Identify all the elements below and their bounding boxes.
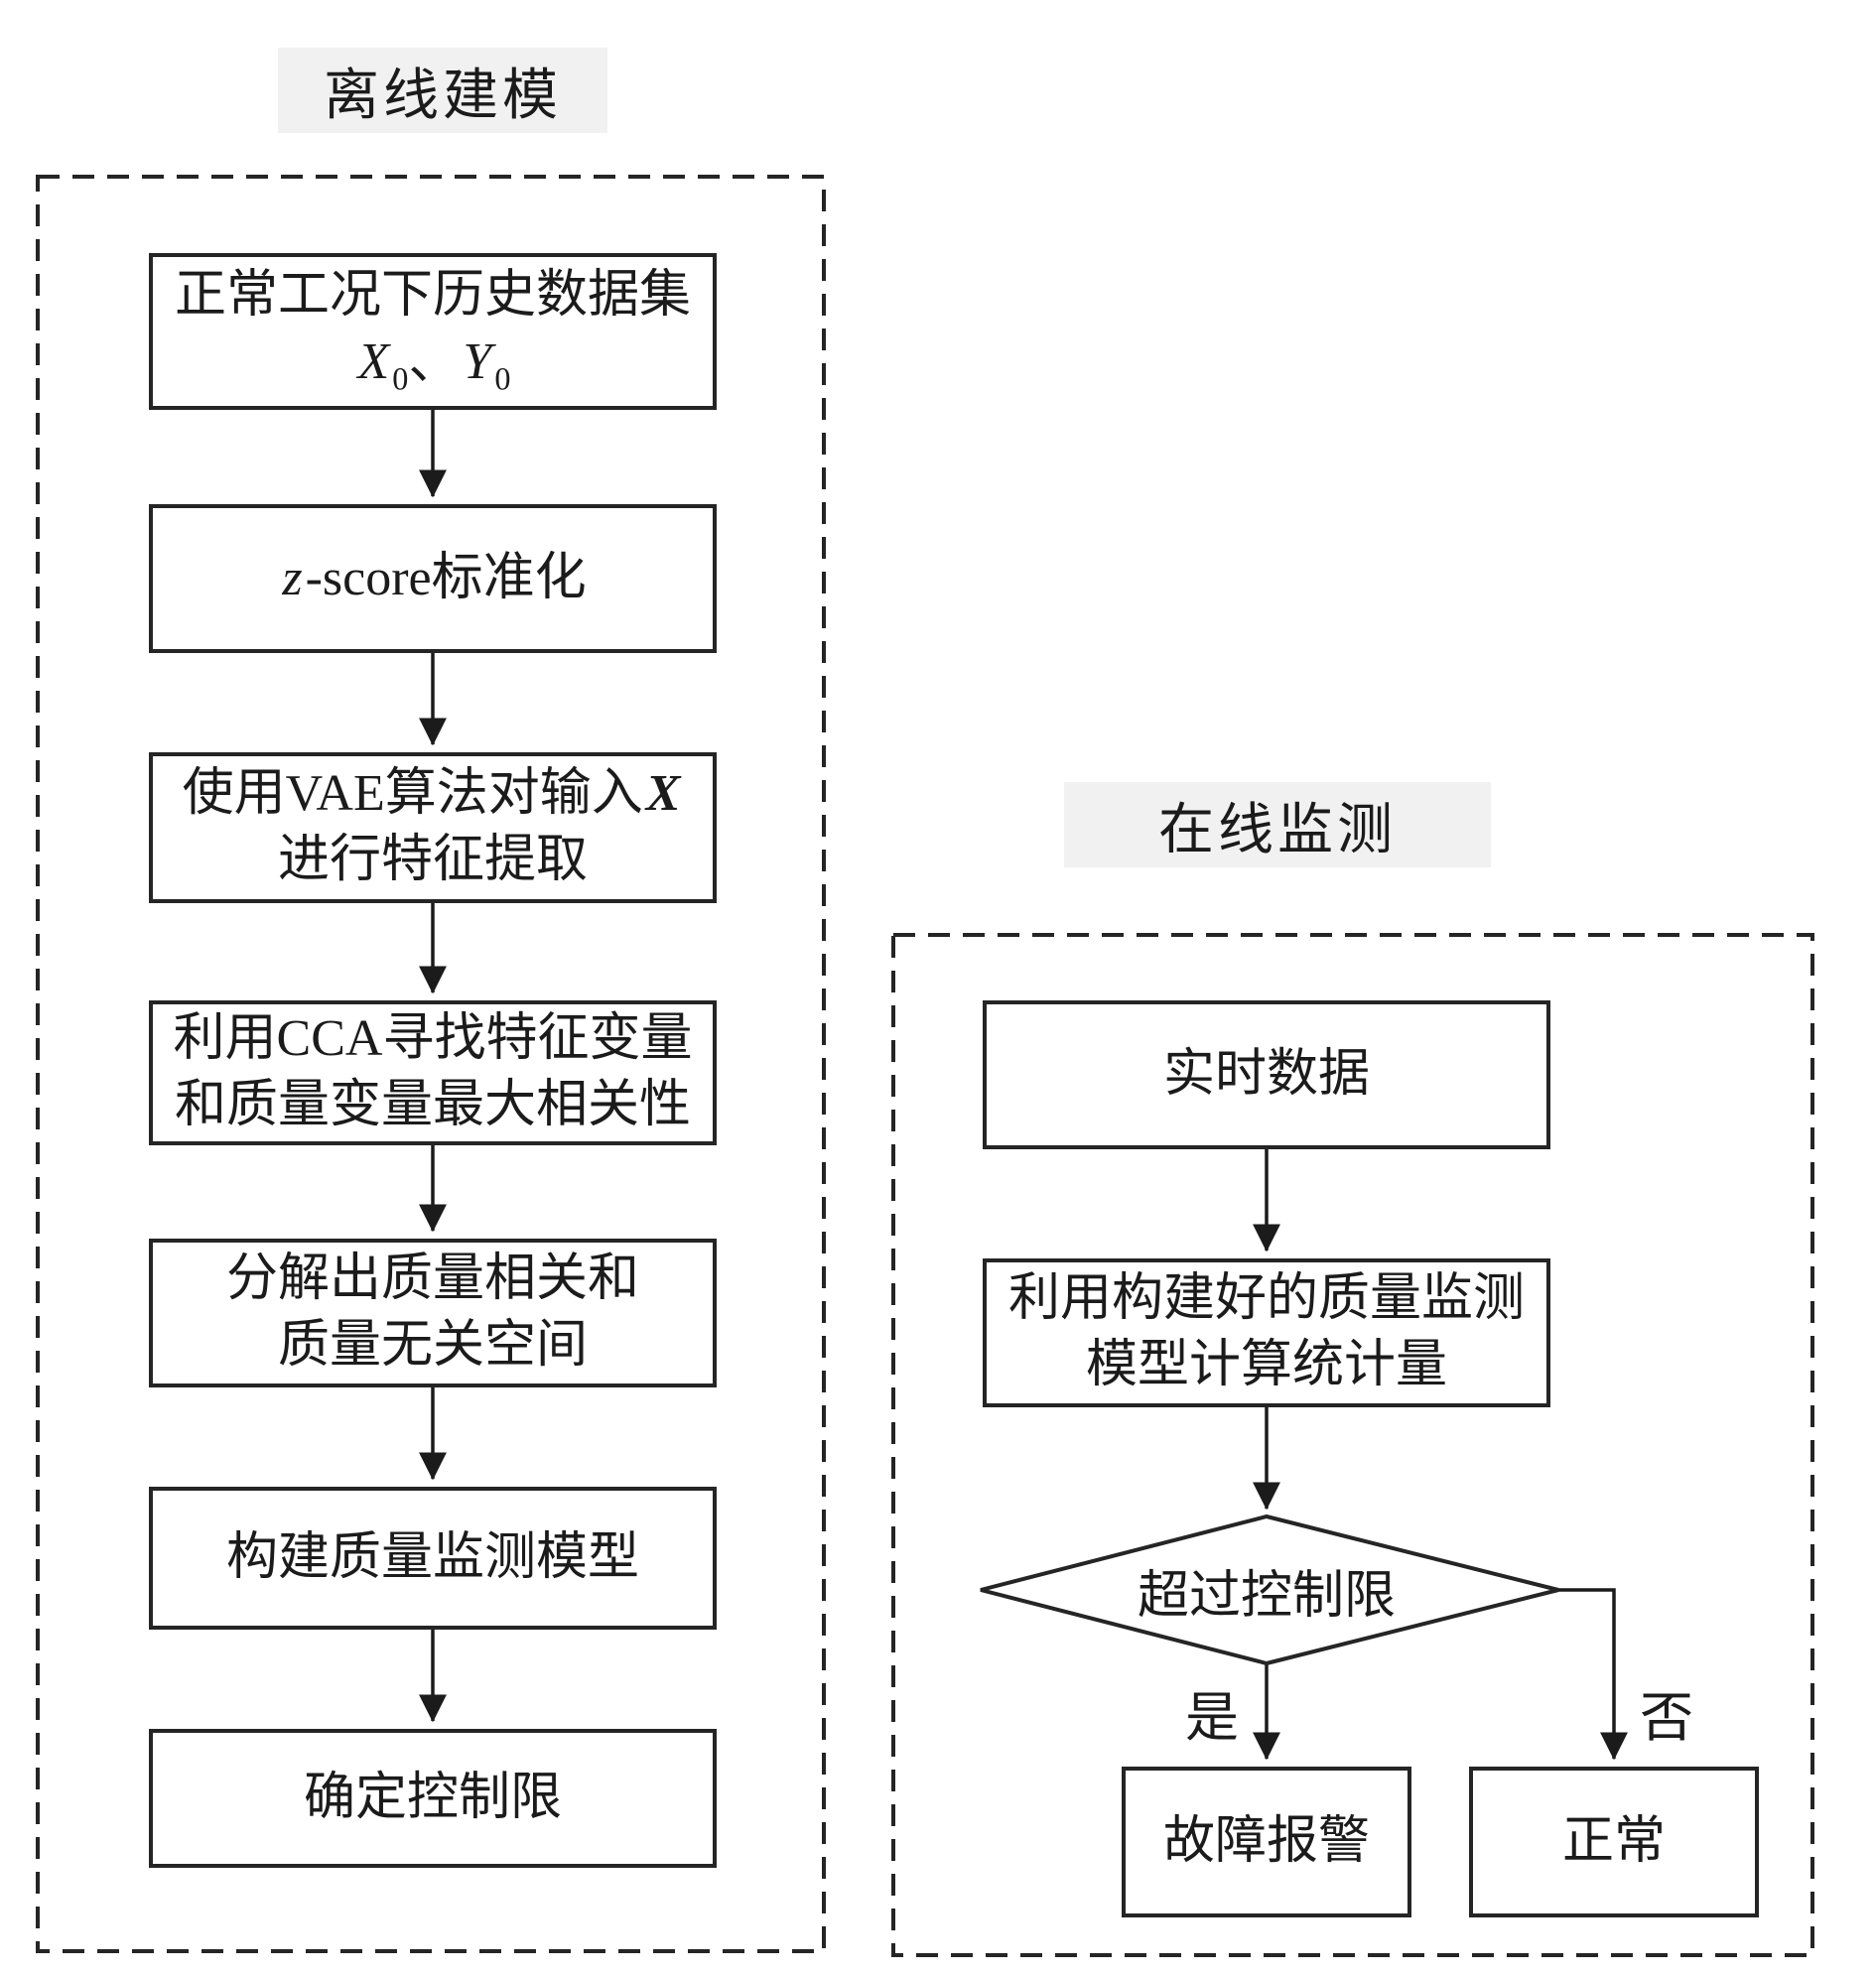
decompose-box-line2: 质量无关空间 bbox=[277, 1317, 588, 1374]
cca-box-line2: 和质量变量最大相关性 bbox=[174, 1077, 691, 1133]
realtime-box: 实时数据 bbox=[983, 1000, 1550, 1149]
dataset-box-line1: 正常工况下历史数据集 bbox=[174, 267, 691, 325]
dataset-separator: 、 bbox=[408, 332, 461, 390]
decompose-box-line1: 分解出质量相关和 bbox=[225, 1251, 639, 1308]
arrow-decision-no-to-normal bbox=[1558, 1588, 1628, 1761]
limit-box-label: 确定控制限 bbox=[303, 1769, 562, 1826]
zscore-text: -score标准化 bbox=[305, 549, 587, 606]
normal-box-label: 正常 bbox=[1561, 1812, 1666, 1870]
cca-box: 利用CCA寻找特征变量 和质量变量最大相关性 bbox=[149, 1000, 717, 1145]
var-y-subscript: 0 bbox=[494, 360, 511, 397]
var-x-subscript: 0 bbox=[392, 360, 409, 397]
online-header: 在线监测 bbox=[1064, 782, 1491, 867]
statistic-box-line2: 模型计算统计量 bbox=[1085, 1337, 1447, 1393]
online-arrows bbox=[1253, 1149, 1628, 1761]
realtime-box-label: 实时数据 bbox=[1162, 1045, 1370, 1103]
branch-yes-label: 是 bbox=[1185, 1688, 1239, 1748]
limit-box: 确定控制限 bbox=[149, 1729, 717, 1868]
var-z: z bbox=[282, 549, 303, 606]
var-x-bold: X bbox=[645, 765, 681, 823]
vae-box-line1: 使用VAE算法对输入X bbox=[183, 761, 684, 828]
dataset-box-line2: X0、Y0 bbox=[355, 329, 511, 400]
online-dashed-frame bbox=[891, 933, 1814, 1957]
normal-box: 正常 bbox=[1469, 1767, 1759, 1917]
decision-diamond-shape bbox=[980, 1514, 1559, 1666]
model-box-label: 构建质量监测模型 bbox=[225, 1528, 639, 1586]
offline-header-label: 离线建模 bbox=[324, 65, 562, 127]
cca-box-line1: 利用CCA寻找特征变量 bbox=[173, 1010, 693, 1068]
alarm-box-label: 故障报警 bbox=[1162, 1812, 1370, 1870]
branch-no-label: 否 bbox=[1640, 1688, 1693, 1748]
offline-header: 离线建模 bbox=[278, 48, 607, 133]
dataset-box: 正常工况下历史数据集 X0、Y0 bbox=[149, 253, 717, 410]
zscore-box: z-score标准化 bbox=[149, 504, 717, 653]
decision-diamond-label: 超过控制限 bbox=[1137, 1567, 1396, 1625]
vae-box: 使用VAE算法对输入X 进行特征提取 bbox=[149, 752, 717, 903]
var-x: X bbox=[357, 332, 390, 390]
decompose-box: 分解出质量相关和 质量无关空间 bbox=[149, 1239, 717, 1387]
var-y: Y bbox=[463, 332, 492, 390]
statistic-box-line1: 利用构建好的质量监测 bbox=[1007, 1270, 1525, 1328]
online-header-label: 在线监测 bbox=[1158, 799, 1397, 861]
alarm-box: 故障报警 bbox=[1122, 1767, 1411, 1917]
model-box: 构建质量监测模型 bbox=[149, 1487, 717, 1630]
vae-line1-text: 使用VAE算法对输入 bbox=[182, 765, 643, 823]
offline-dashed-frame bbox=[36, 175, 826, 1953]
statistic-box: 利用构建好的质量监测 模型计算统计量 bbox=[983, 1258, 1550, 1407]
vae-box-line2: 进行特征提取 bbox=[277, 832, 588, 888]
zscore-box-label: z-score标准化 bbox=[279, 546, 586, 612]
